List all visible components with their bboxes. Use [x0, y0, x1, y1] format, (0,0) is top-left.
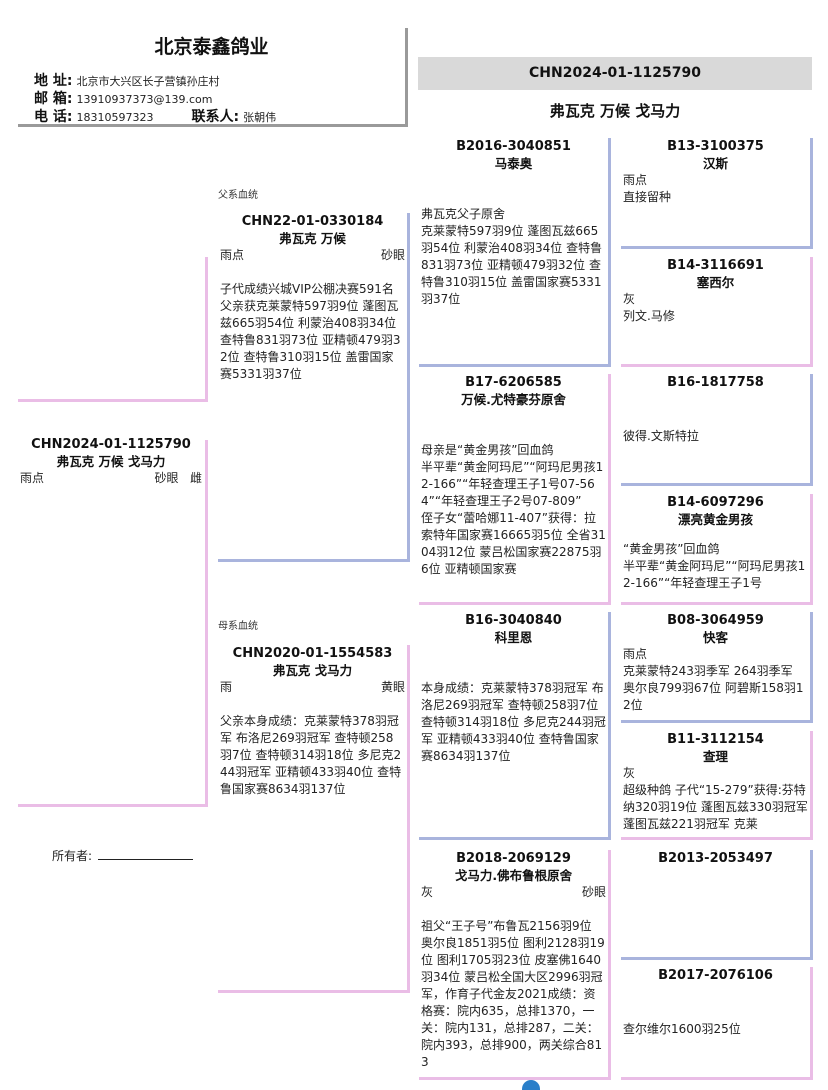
loft-header: 北京泰鑫鸽业 地 址:北京市大兴区长子营镇孙庄村 邮 箱:13910937373… — [18, 28, 408, 127]
subject-name-heading: 弗瓦克 万候 戈马力 — [549, 102, 681, 120]
grandparent-card: B17-6206585 万候.尤特豪芬原舍 母亲是“黄金男孩”回血鸽 半平辈“黄… — [419, 374, 611, 605]
bracket-line — [18, 804, 208, 807]
great-grandparent-card: B14-3116691 塞西尔 灰 列文.马修 — [621, 257, 813, 367]
owner-field: 所有者: — [52, 847, 194, 864]
grandparent-card: B2016-3040851 马泰奥 弗瓦克父子原舍 克莱蒙特597羽9位 蓬图瓦… — [419, 138, 611, 367]
grandparent-card: B2018-2069129 戈马力.佛布鲁根原舍 灰砂眼 祖父“王子号”布鲁瓦2… — [419, 850, 611, 1080]
address-row: 地 址:北京市大兴区长子营镇孙庄村 — [34, 73, 220, 89]
contact: 张朝伟 — [243, 111, 277, 124]
great-grandparent-card: B13-3100375 汉斯 雨点 直接留种 — [621, 138, 813, 249]
loft-title: 北京泰鑫鸽业 — [154, 36, 269, 58]
bracket-line — [18, 399, 208, 402]
phone: 18310597323 — [76, 111, 154, 124]
address: 北京市大兴区长子营镇孙庄村 — [76, 75, 220, 88]
great-grandparent-card: B2013-2053497 — [621, 850, 813, 960]
dam-section-label: 母系血统 — [218, 621, 258, 632]
bracket-line — [205, 257, 208, 402]
email-row: 邮 箱:13910937373@139.com — [34, 91, 213, 107]
email: 13910937373@139.com — [76, 93, 213, 106]
bracket-line — [205, 440, 208, 807]
sex: 雌 — [189, 471, 202, 485]
grandparent-card: B16-3040840 科里恩 本身成绩：克莱蒙特378羽冠军 布洛尼269羽冠… — [419, 612, 611, 840]
owner-blank-line[interactable] — [98, 847, 194, 860]
great-grandparent-card: B16-1817758 彼得.文斯特拉 — [621, 374, 813, 486]
sire-section-label: 父系血统 — [218, 190, 258, 201]
great-grandparent-card: B2017-2076106 查尔维尔1600羽25位 — [621, 967, 813, 1080]
sire-card: CHN22-01-0330184 弗瓦克 万候 雨点砂眼 子代成绩兴城VIP公棚… — [218, 213, 410, 562]
subject-ring-band: CHN2024-01-1125790 — [418, 57, 812, 90]
great-grandparent-card: B08-3064959 快客 雨点 克莱蒙特243羽季军 264羽季军 奥尔良7… — [621, 612, 813, 723]
dam-card: CHN2020-01-1554583 弗瓦克 戈马力 雨黄眼 父亲本身成绩：克莱… — [218, 645, 410, 993]
logo-icon — [522, 1080, 540, 1090]
great-grandparent-card: B14-6097296 漂亮黄金男孩 “黄金男孩”回血鸽 半平辈“黄金阿玛尼”“… — [621, 494, 813, 605]
subject-card: CHN2024-01-1125790 弗瓦克 万候 戈马力 雨点砂眼 雌 — [20, 437, 202, 485]
great-grandparent-card: B11-3112154 查理 灰 超级种鸽 子代“15-279”获得:芬特纳32… — [621, 731, 813, 840]
